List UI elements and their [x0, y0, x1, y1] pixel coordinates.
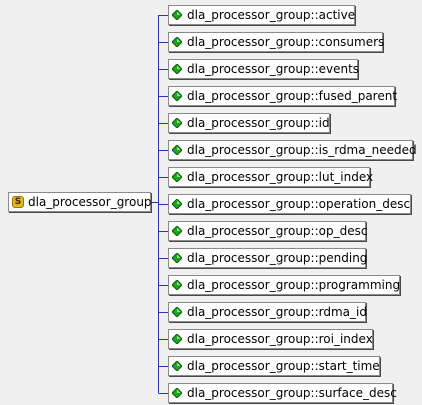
green-diamond-icon [172, 145, 182, 155]
root-node[interactable]: S dla_processor_group [8, 192, 152, 212]
green-diamond-icon [172, 226, 182, 236]
green-diamond-icon [172, 334, 182, 344]
member-node[interactable]: dla_processor_group::is_rdma_needed [168, 140, 417, 160]
member-label: dla_processor_group::pending [187, 251, 368, 265]
member-node[interactable]: dla_processor_group::op_desc [168, 221, 368, 241]
member-label: dla_processor_group::fused_parent [187, 89, 398, 103]
green-diamond-icon [172, 307, 182, 317]
member-node[interactable]: dla_processor_group::roi_index [168, 329, 373, 349]
green-diamond-icon [172, 361, 182, 371]
member-node[interactable]: dla_processor_group::surface_desc [168, 383, 397, 403]
member-label: dla_processor_group::lut_index [187, 170, 374, 184]
green-diamond-icon [172, 388, 182, 398]
member-label: dla_processor_group::rdma_id [187, 305, 367, 319]
green-diamond-icon [172, 91, 182, 101]
member-label: dla_processor_group::active [187, 8, 356, 22]
member-node[interactable]: dla_processor_group::operation_desc [168, 194, 411, 214]
member-node[interactable]: dla_processor_group::start_time [168, 356, 380, 376]
member-label: dla_processor_group::surface_desc [187, 386, 397, 400]
green-diamond-icon [172, 199, 182, 209]
member-label: dla_processor_group::start_time [187, 359, 380, 373]
green-diamond-icon [172, 280, 182, 290]
member-label: dla_processor_group::id [187, 116, 330, 130]
member-label: dla_processor_group::roi_index [187, 332, 373, 346]
member-label: dla_processor_group::op_desc [187, 224, 368, 238]
member-node[interactable]: dla_processor_group::lut_index [168, 167, 374, 187]
green-diamond-icon [172, 253, 182, 263]
member-node[interactable]: dla_processor_group::pending [168, 248, 368, 268]
member-node[interactable]: dla_processor_group::id [168, 113, 330, 133]
member-node[interactable]: dla_processor_group::programming [168, 275, 400, 295]
member-label: dla_processor_group::operation_desc [187, 197, 411, 211]
class-icon: S [12, 196, 24, 208]
member-node[interactable]: dla_processor_group::consumers [168, 32, 385, 52]
root-label: dla_processor_group [28, 195, 152, 209]
member-label: dla_processor_group::events [187, 62, 360, 76]
green-diamond-icon [172, 10, 182, 20]
member-node[interactable]: dla_processor_group::events [168, 59, 360, 79]
member-node[interactable]: dla_processor_group::fused_parent [168, 86, 398, 106]
green-diamond-icon [172, 64, 182, 74]
member-node[interactable]: dla_processor_group::active [168, 5, 355, 25]
green-diamond-icon [172, 118, 182, 128]
green-diamond-icon [172, 172, 182, 182]
member-label: dla_processor_group::consumers [187, 35, 385, 49]
member-node[interactable]: dla_processor_group::rdma_id [168, 302, 367, 322]
member-label: dla_processor_group::programming [187, 278, 401, 292]
green-diamond-icon [172, 37, 182, 47]
member-label: dla_processor_group::is_rdma_needed [187, 143, 417, 157]
